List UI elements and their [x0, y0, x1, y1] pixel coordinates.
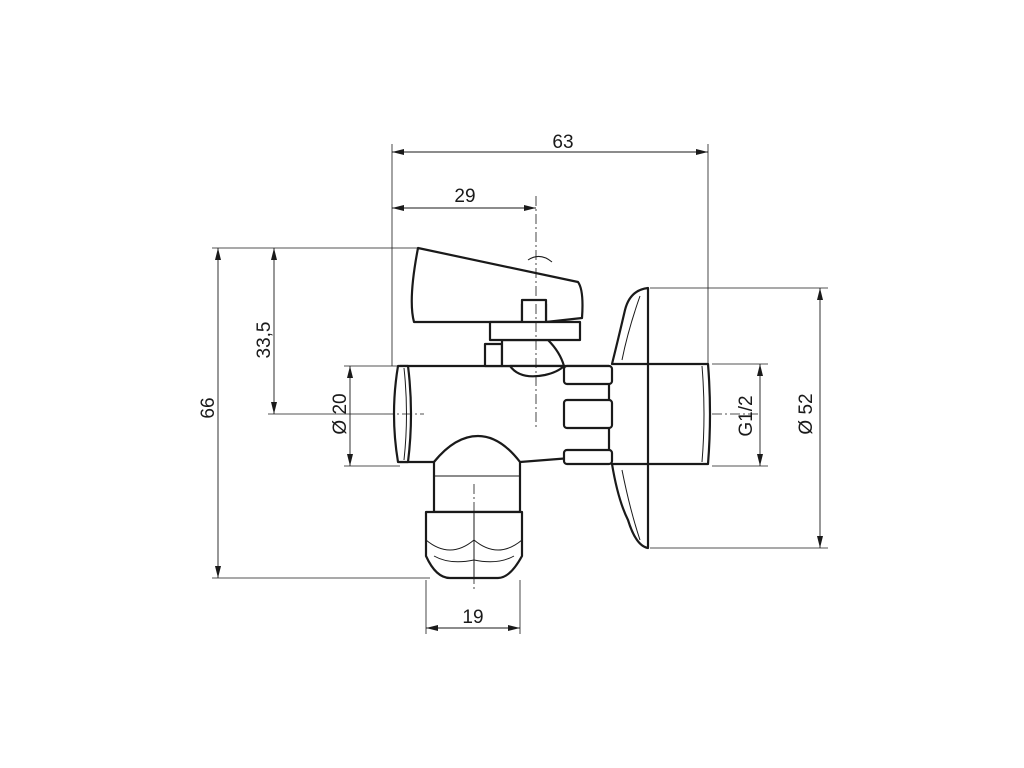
label-overall-width: 63: [552, 132, 573, 153]
label-thread: G1/2: [736, 395, 757, 436]
dimension-thread: G1/2: [736, 364, 763, 466]
dimension-overall-width: 63: [392, 132, 708, 155]
label-inlet-diameter: Ø 20: [330, 393, 351, 434]
dimension-rosette-diameter: Ø 52: [796, 288, 823, 548]
dimension-overall-height: 66: [198, 248, 221, 578]
rosette: [610, 286, 650, 550]
label-outlet-hex: 19: [462, 607, 483, 628]
label-handle-offset: 29: [454, 186, 475, 207]
valve-body: [392, 338, 712, 580]
dimension-outlet-hex: 19: [426, 607, 520, 631]
dimension-handle-height: 33,5: [254, 248, 277, 414]
label-rosette-diameter: Ø 52: [796, 393, 817, 434]
label-overall-height: 66: [198, 397, 219, 418]
dimension-inlet-diameter: Ø 20: [330, 366, 353, 466]
handle: [410, 246, 584, 342]
label-handle-height: 33,5: [254, 322, 275, 359]
dimension-handle-offset: 29: [392, 186, 536, 211]
